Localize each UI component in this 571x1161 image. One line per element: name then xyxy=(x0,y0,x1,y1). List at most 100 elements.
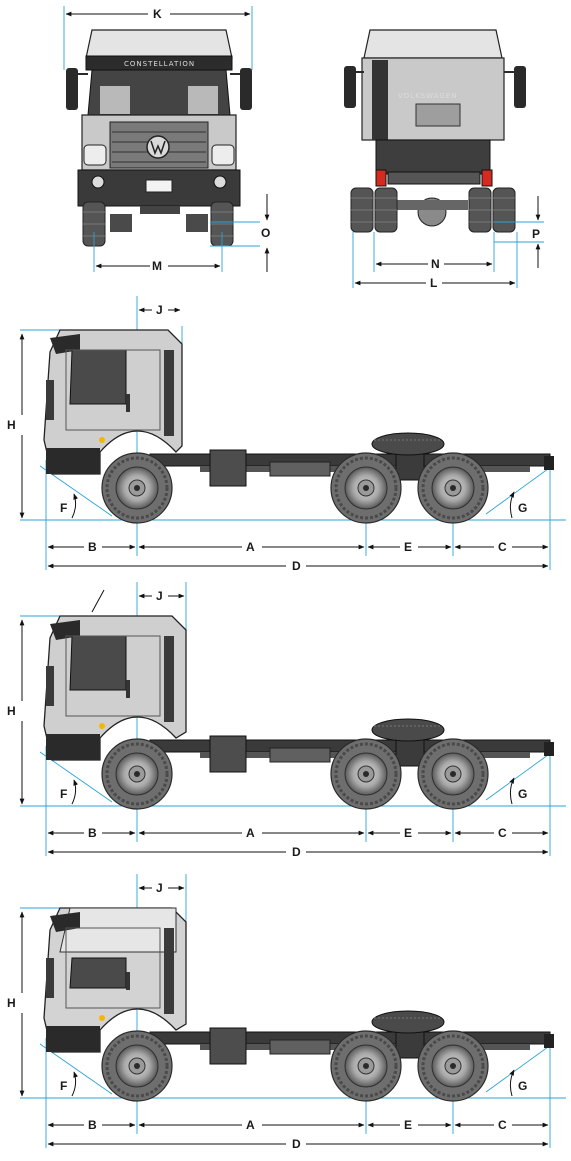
fuel-tank xyxy=(209,449,247,487)
front-mirror-left xyxy=(66,68,78,110)
side-marker-lamp xyxy=(99,437,105,443)
front-wheel xyxy=(100,451,174,525)
rear-lamp-right xyxy=(481,169,493,187)
side-marker-lamp xyxy=(99,723,105,729)
e-label: E xyxy=(404,826,412,840)
driveshaft xyxy=(269,1039,331,1055)
front-brand-text: CONSTELLATION xyxy=(124,60,195,68)
rear-lamp-left xyxy=(375,169,387,187)
side-window xyxy=(69,349,127,405)
rear-lamp xyxy=(544,742,554,756)
door-outline xyxy=(65,927,161,1009)
departure-angle-line xyxy=(485,1043,553,1093)
side-view-1: H J F G B A E C D xyxy=(7,296,566,573)
fuel-tank xyxy=(209,735,247,773)
h-label: H xyxy=(7,996,16,1010)
j-label: J xyxy=(156,303,163,317)
air-intake xyxy=(164,350,174,436)
side-view-2: H J F G B A E C D xyxy=(7,582,566,859)
spare-tire xyxy=(371,718,445,742)
j-label: J xyxy=(156,881,163,895)
g-label: G xyxy=(518,1079,527,1093)
front-bumper-side xyxy=(46,1026,100,1052)
fuel-tank xyxy=(209,1027,247,1065)
b-label: B xyxy=(88,826,97,840)
sun-visor xyxy=(50,912,80,932)
spare-tire xyxy=(371,1010,445,1034)
a-label: A xyxy=(246,540,255,554)
k-label: K xyxy=(153,7,162,21)
rear-view: VOLKSWAGEN P N L xyxy=(344,29,544,290)
a-label: A xyxy=(246,1118,255,1132)
air-intake xyxy=(164,636,174,722)
sun-visor xyxy=(50,620,80,640)
h-label: H xyxy=(7,418,16,432)
spare-tire xyxy=(371,432,445,456)
o-label: O xyxy=(261,226,270,240)
d-label: D xyxy=(292,1137,301,1151)
sun-visor xyxy=(50,334,80,354)
b-label: B xyxy=(88,1118,97,1132)
door-outline xyxy=(65,635,161,717)
front-mirror-right xyxy=(240,68,252,110)
rear-mirror-right xyxy=(514,66,526,108)
departure-angle-line xyxy=(485,751,553,801)
door-handle xyxy=(126,680,130,698)
departure-angle-line xyxy=(485,465,553,515)
c-label: C xyxy=(498,540,507,554)
side-mirror xyxy=(46,666,54,706)
driveshaft xyxy=(269,747,331,763)
rear-mirror-left xyxy=(344,66,356,108)
rear-brand-text: VOLKSWAGEN xyxy=(398,92,457,100)
g-label: G xyxy=(518,501,527,515)
front-headlight-right xyxy=(211,144,235,166)
rear-cab-roof xyxy=(363,29,503,59)
side-marker-lamp xyxy=(99,1015,105,1021)
p-label: P xyxy=(532,227,540,241)
antenna xyxy=(91,589,105,613)
rear-wheel-1 xyxy=(329,737,403,811)
m-label: M xyxy=(152,259,162,273)
g-label: G xyxy=(518,787,527,801)
f-label: F xyxy=(60,787,67,801)
n-label: N xyxy=(431,257,440,271)
e-label: E xyxy=(404,1118,412,1132)
front-view: K CONSTELLATION xyxy=(63,6,270,273)
front-bumper-side xyxy=(46,734,100,760)
rear-wheel-1 xyxy=(329,1029,403,1103)
h-label: H xyxy=(7,704,16,718)
front-wheel xyxy=(100,1029,174,1103)
c-label: C xyxy=(498,826,507,840)
side-mirror xyxy=(46,380,54,420)
f-label: F xyxy=(60,501,67,515)
d-label: D xyxy=(292,845,301,859)
a-label: A xyxy=(246,826,255,840)
rear-wheel-1 xyxy=(329,451,403,525)
side-window xyxy=(69,635,127,691)
side-window xyxy=(69,957,127,989)
c-label: C xyxy=(498,1118,507,1132)
door-handle xyxy=(126,972,130,990)
front-cab-roof xyxy=(85,29,233,59)
rear-wheel-2 xyxy=(416,451,490,525)
driveshaft xyxy=(269,461,331,477)
rear-wheel-2 xyxy=(416,737,490,811)
rear-lamp xyxy=(544,1034,554,1048)
d-label: D xyxy=(292,559,301,573)
rear-wheel-2 xyxy=(416,1029,490,1103)
j-label: J xyxy=(156,589,163,603)
e-label: E xyxy=(404,540,412,554)
rear-lamp xyxy=(544,456,554,470)
door-handle xyxy=(126,394,130,412)
front-headlight-left xyxy=(83,144,107,166)
b-label: B xyxy=(88,540,97,554)
l-label: L xyxy=(430,276,437,290)
front-wheel xyxy=(100,737,174,811)
rear-chassis xyxy=(375,139,491,175)
air-intake xyxy=(164,928,174,1014)
door-outline xyxy=(65,349,161,431)
side-mirror xyxy=(46,958,54,998)
